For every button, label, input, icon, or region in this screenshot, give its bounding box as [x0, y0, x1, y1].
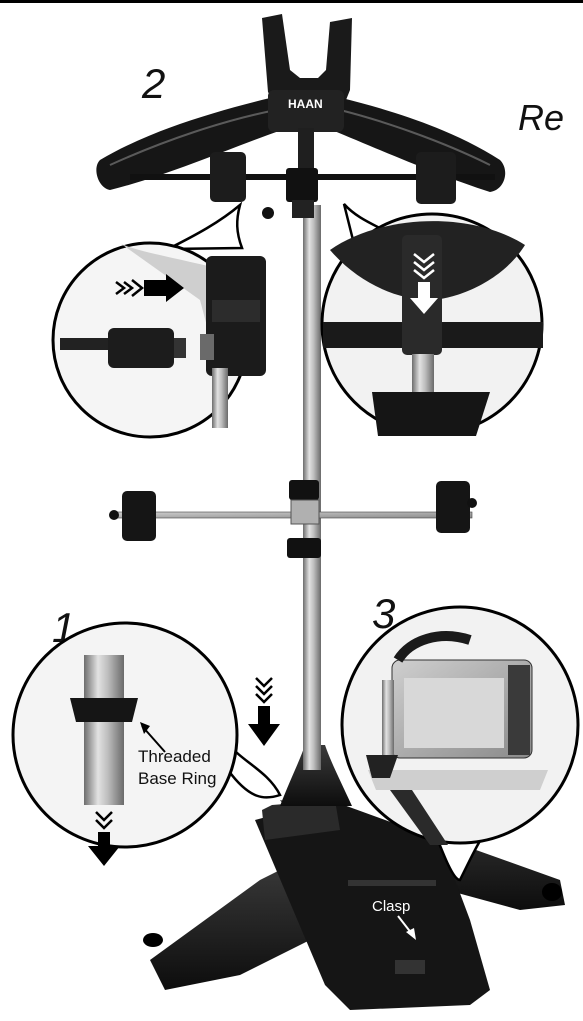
clasp-label: Clasp [372, 898, 410, 915]
down-arrow [248, 677, 280, 746]
top-border [0, 0, 583, 3]
detail-callout-connector [51, 201, 266, 439]
clasp-callout: Clasp [372, 898, 416, 940]
threaded-label-line2: Base Ring [138, 769, 216, 788]
detail-callout-steamer [340, 605, 580, 882]
detail-callout-lock [320, 203, 544, 436]
detail-callout-threaded-ring: Threaded Base Ring [11, 621, 282, 866]
step-number-2: 2 [141, 60, 165, 107]
hanger: HAAN [96, 14, 506, 219]
middle-crossbar [109, 480, 477, 558]
partial-title: Re [518, 97, 564, 138]
step-number-3: 3 [372, 590, 395, 637]
stand-base [143, 745, 565, 1010]
threaded-label-line1: Threaded [138, 747, 211, 766]
hanger-logo: HAAN [288, 97, 323, 111]
